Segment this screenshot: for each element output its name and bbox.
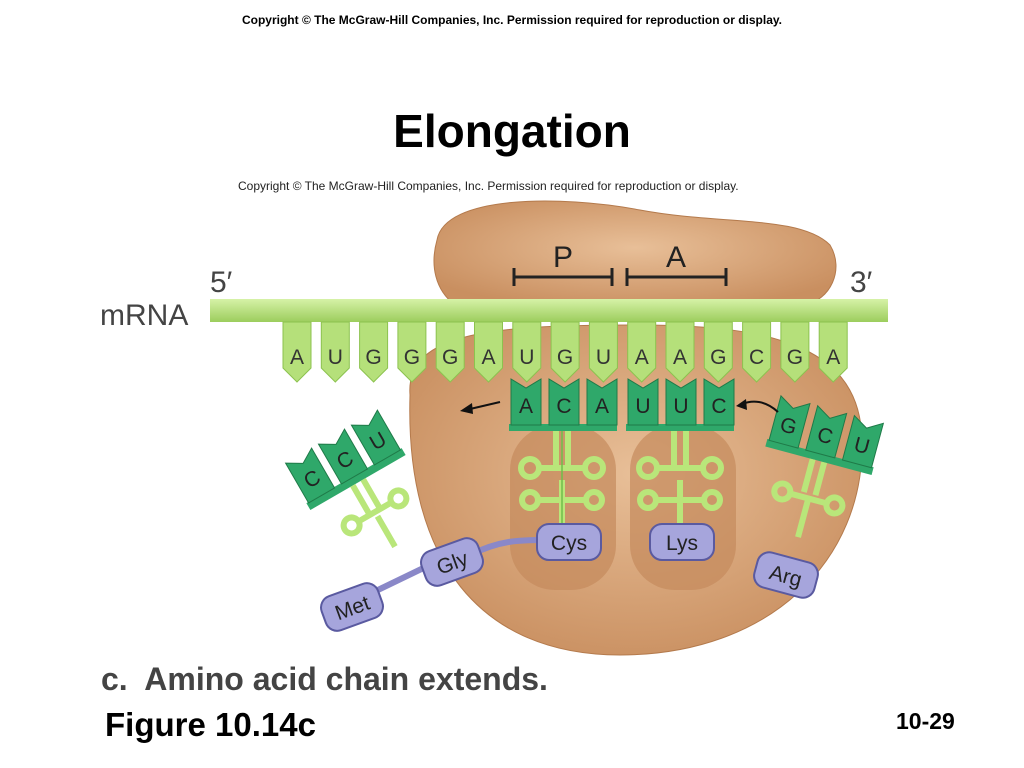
mrna-base-label: U: [328, 346, 343, 369]
figure-copyright-notice: Copyright © The McGraw-Hill Companies, I…: [238, 179, 739, 193]
amino-acid-arg: Arg: [753, 551, 819, 599]
mrna-base: A: [627, 321, 657, 383]
mrna-base-label: G: [365, 346, 381, 369]
incoming-trna-body: [771, 458, 846, 538]
anticodon-base: A: [510, 378, 542, 426]
mrna-base: A: [282, 321, 312, 383]
mrna-base: A: [474, 321, 503, 383]
a-site-trna-bar: [626, 424, 734, 431]
mrna-label: mRNA: [100, 299, 188, 332]
amino-acid-met: Met: [320, 582, 384, 632]
mrna-base-label: G: [442, 346, 458, 369]
mrna-base-label: G: [557, 346, 573, 369]
mrna-base-label: A: [826, 346, 840, 369]
mrna-base: G: [550, 321, 580, 383]
anticodon-base: U: [350, 409, 402, 466]
curved-arrow-icon: [736, 399, 779, 413]
mrna-base-label: G: [710, 346, 726, 369]
mrna-base-label: U: [519, 346, 534, 369]
anticodon-base: A: [586, 378, 618, 426]
anticodon-base: U: [665, 378, 697, 426]
figure-label: Figure 10.14c: [105, 706, 316, 743]
incoming-trna-bar: [765, 438, 874, 476]
anticodon-base-label: A: [595, 395, 609, 418]
mrna-base: G: [780, 321, 810, 383]
anticodon-base: G: [768, 394, 811, 449]
exiting-trna: CCU: [284, 409, 410, 549]
five-prime-label: 5′: [210, 266, 233, 299]
anticodon-base: C: [703, 378, 735, 426]
amino-acid-cys-label: Cys: [551, 532, 587, 555]
exiting-trna-anticodon: CCU: [284, 409, 402, 504]
mrna-base-label: G: [787, 346, 803, 369]
anticodon-base: C: [284, 447, 336, 504]
amino-acid-cys: Cys: [536, 523, 602, 561]
slide-title: Elongation: [393, 105, 631, 157]
mrna-base: C: [742, 321, 772, 383]
mrna-base: U: [512, 321, 542, 383]
mrna-base: G: [703, 321, 733, 383]
anticodon-base-label: U: [635, 395, 650, 418]
anticodon-base-label: C: [711, 395, 726, 418]
mrna-base-label: A: [481, 346, 495, 369]
mrna-base-label: A: [290, 346, 304, 369]
mrna-base-label: A: [673, 346, 687, 369]
anticodon-base: C: [548, 378, 580, 426]
a-site-label: A: [666, 241, 686, 274]
anticodon-base-label: U: [673, 395, 688, 418]
three-prime-label: 3′: [850, 266, 873, 299]
anticodon-base: U: [627, 378, 659, 426]
mrna-base-label: G: [404, 346, 420, 369]
p-site-trna-bar: [509, 424, 617, 431]
ribosome-small-subunit: [433, 200, 837, 306]
amino-acid-lys-label: Lys: [666, 532, 698, 555]
exiting-trna-bar: [306, 448, 406, 511]
p-site-label: P: [553, 241, 573, 274]
amino-acid-gly: Gly: [420, 537, 484, 587]
mrna-base: A: [818, 321, 848, 383]
mrna-base-label: U: [596, 346, 611, 369]
a-site-marker: [625, 268, 728, 286]
left-arrow-icon: [460, 401, 501, 414]
anticodon-base: C: [805, 404, 848, 459]
figure-caption: c. Amino acid chain extends.: [101, 661, 548, 697]
anticodon-base-label: U: [851, 433, 872, 459]
mrna-base: A: [665, 321, 695, 383]
p-site-marker: [512, 268, 614, 286]
exiting-trna-body: [340, 478, 410, 549]
mrna-base: G: [359, 321, 389, 383]
mrna-base-label: C: [749, 346, 764, 369]
anticodon-base-label: G: [777, 413, 799, 439]
mrna-strand: [210, 299, 888, 322]
mrna-base: G: [397, 321, 427, 383]
mrna-base-label: A: [635, 346, 649, 369]
amino-acid-lys: Lys: [649, 523, 715, 561]
anticodon-base: U: [841, 414, 885, 469]
a-site-trna-body: [636, 431, 724, 530]
anticodon-base-label: A: [519, 395, 533, 418]
mrna-base: U: [320, 321, 350, 383]
anticodon-base-label: C: [815, 423, 836, 449]
copyright-notice: Copyright © The McGraw-Hill Companies, I…: [241, 13, 783, 27]
mrna-base: G: [435, 321, 465, 383]
slide-number: 10-29: [896, 708, 955, 734]
anticodon-base: C: [317, 428, 369, 485]
mrna-base: U: [588, 321, 618, 383]
anticodon-base-label: C: [556, 395, 571, 418]
